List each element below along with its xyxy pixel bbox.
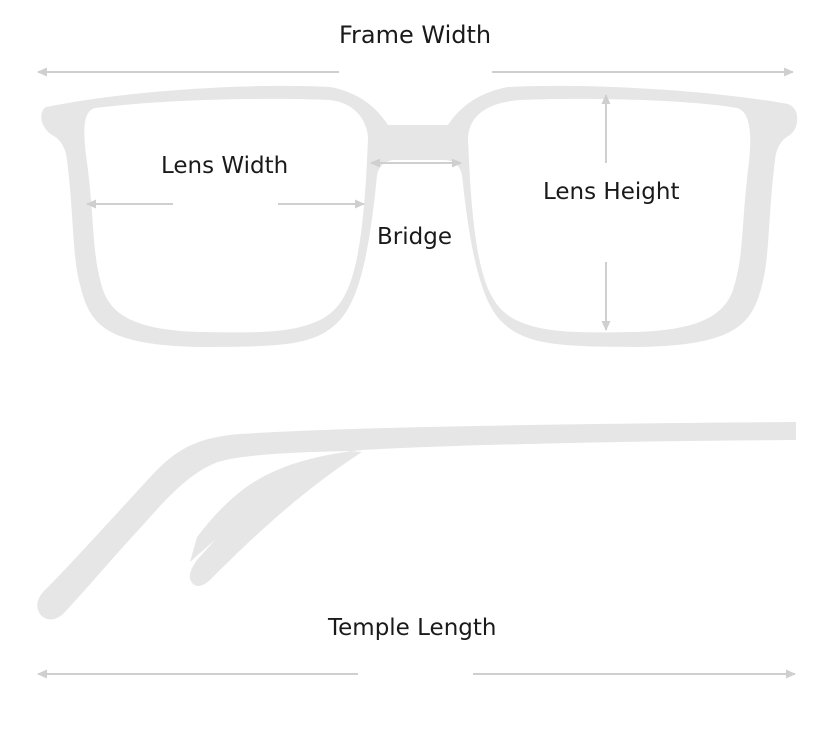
temple-tip xyxy=(189,451,362,587)
lens-width-label: Lens Width xyxy=(161,153,289,179)
frame-width-label: Frame Width xyxy=(339,21,492,49)
bridge-label: Bridge xyxy=(377,224,452,250)
frame-outer xyxy=(41,85,798,347)
frame-front xyxy=(41,85,798,347)
temple-length-label: Temple Length xyxy=(328,615,497,641)
temple-arm xyxy=(37,422,796,620)
lens-height-label: Lens Height xyxy=(543,179,680,205)
temple-outer xyxy=(37,422,796,620)
